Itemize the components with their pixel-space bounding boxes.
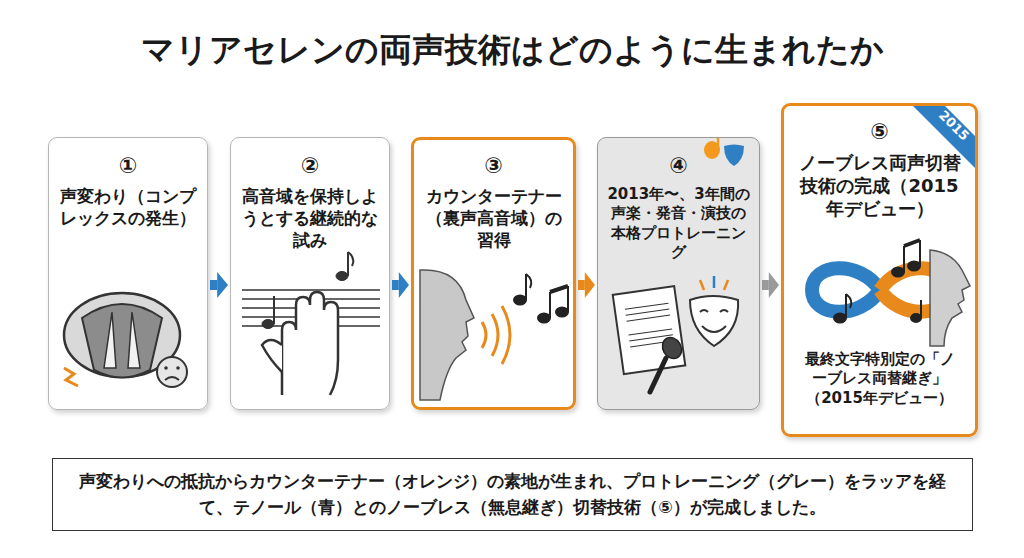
step-label: カウンターテナー（裏声高音域）の習得	[422, 185, 565, 251]
step-label: 2013年〜、3年間の声楽・発音・演技の本格プロトレーニング	[606, 185, 751, 263]
process-box: ③ カウンターテナー（裏声高音域）の習得	[411, 137, 576, 410]
training-icon	[613, 138, 744, 392]
diagram-title: マリアセレンの両声技術はどのように生まれたか	[0, 28, 1024, 73]
step-number: ①	[119, 152, 138, 181]
step-number: ②	[301, 152, 320, 181]
masks-icon	[704, 138, 744, 166]
flow-arrow	[762, 272, 779, 298]
step-label: 高音域を保持しようとする継続的な試み	[239, 185, 381, 251]
flow-arrow	[392, 272, 409, 298]
process-box: ② 高音域を保持しようとする継続的な試み	[230, 137, 390, 410]
step-number: ③	[484, 152, 503, 181]
process-box: ④ 2013年〜、3年間の声楽・発音・演技の本格プロトレーニング	[597, 137, 760, 410]
flow-arrow	[210, 272, 228, 298]
staff-hand-icon	[242, 252, 380, 395]
step-note: 最終文字特別定の「ノーブレス両替継ぎ」（2015年デビュー）	[792, 350, 967, 425]
step-number: ④	[669, 152, 688, 181]
step-label: ノーブレス両声切替技術の完成（2015年デビュー）	[792, 151, 967, 221]
step-label: 声変わり（コンプレックスの発生）	[57, 185, 199, 229]
box-grounds	[48, 103, 978, 437]
process-box: ① 声変わり（コンプレックスの発生）	[48, 137, 208, 410]
singer-icon	[420, 270, 568, 400]
process-box: ⑤ ノーブレス両声切替技術の完成（2015年デビュー） 最終文字特別定の「ノーブレス…	[781, 103, 978, 437]
step-number: ⑤	[870, 118, 889, 147]
caption-box: 声変わりへの抵抗からカウンターテナー（オレンジ）の素地が生まれ、プロトレーニング…	[52, 458, 973, 531]
flow-arrow	[578, 272, 595, 298]
infinity-icon	[812, 240, 970, 346]
larynx-icon	[64, 293, 187, 387]
